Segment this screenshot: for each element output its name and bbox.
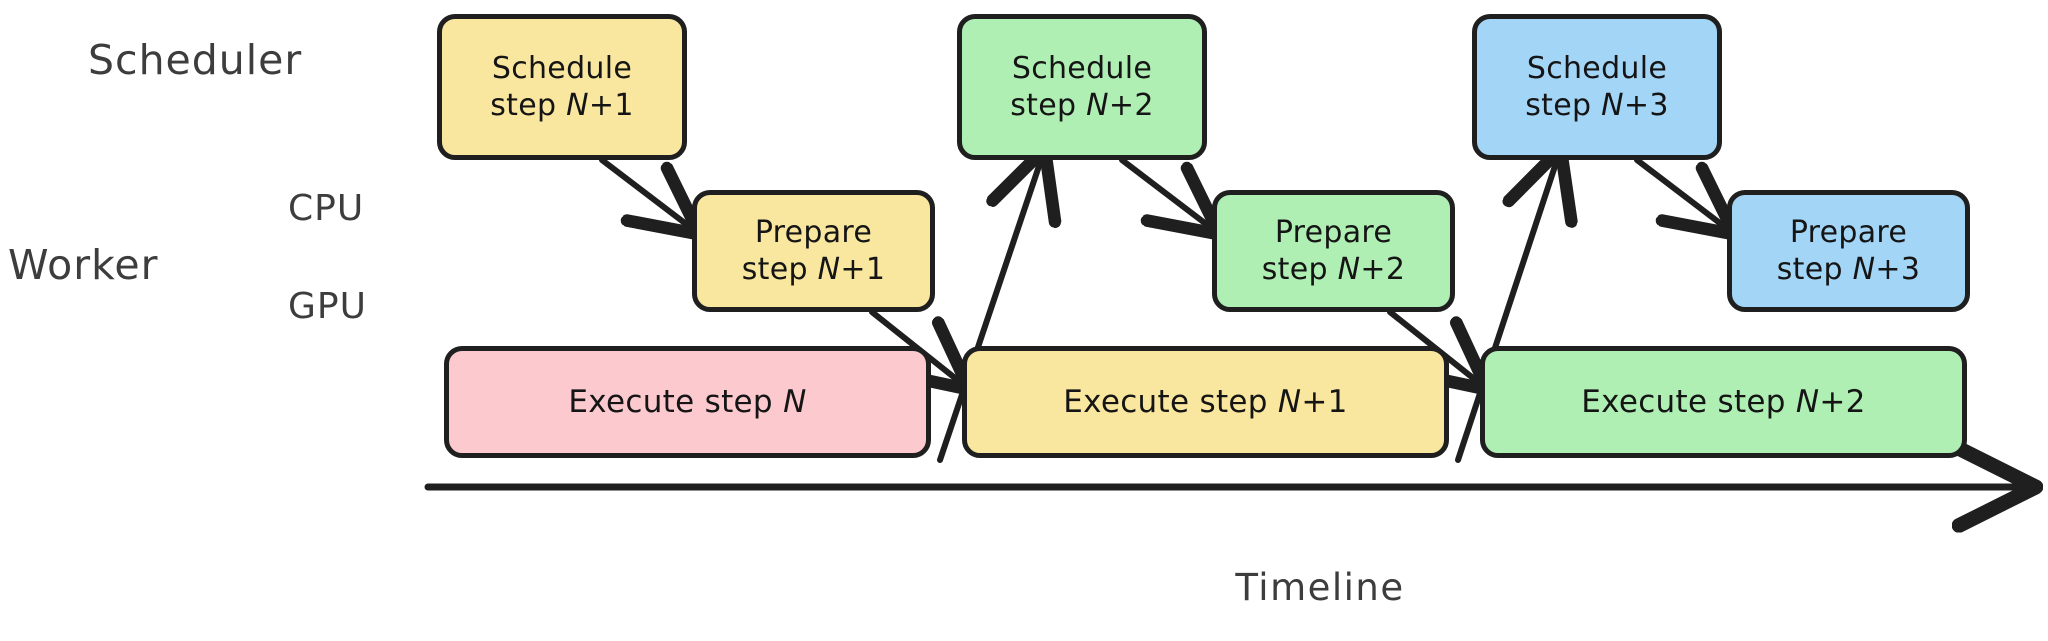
arrow-schedule2-to-prepare2 — [1119, 157, 1210, 227]
box-line-2: step N+3 — [1525, 87, 1669, 125]
box-line-2-italic: N — [1852, 252, 1876, 287]
box-line-2: step N+1 — [742, 251, 886, 289]
box-line-2-prefix: step — [1525, 88, 1602, 123]
box-line-1: Execute step N+1 — [1063, 383, 1347, 422]
box-line-2-prefix: step — [1261, 252, 1338, 287]
box-line-1: Prepare — [1274, 214, 1393, 250]
box-line-2-suffix: +3 — [1623, 88, 1669, 123]
box-text-prefix: Execute step — [1063, 383, 1278, 420]
box-line-2-suffix: +2 — [1360, 252, 1406, 287]
box-line-2: step N+3 — [1777, 251, 1921, 289]
arrow-schedule1-to-prepare1 — [599, 157, 690, 227]
box-execute-step-n[interactable]: Execute step N — [444, 346, 931, 458]
box-text-italic: N — [783, 383, 807, 420]
box-execute-step-n2[interactable]: Execute step N+2 — [1480, 346, 1967, 458]
box-line-2: step N+1 — [490, 87, 634, 125]
lane-label-cpu: CPU — [288, 188, 365, 229]
box-line-2-suffix: +2 — [1108, 88, 1154, 123]
box-line-1: Prepare — [1789, 214, 1908, 250]
box-line-1: Execute step N — [568, 383, 806, 422]
box-schedule-step-n1[interactable]: Schedule step N+1 — [437, 14, 687, 160]
box-line-2-italic: N — [1601, 88, 1624, 123]
box-text-italic: N — [1277, 383, 1302, 420]
box-text-suffix: +1 — [1301, 383, 1348, 420]
box-line-2-italic: N — [566, 88, 589, 123]
timeline-caption: Timeline — [1235, 566, 1405, 609]
box-line-1: Prepare — [754, 214, 873, 250]
box-line-1: Schedule — [1526, 50, 1668, 86]
box-line-2-prefix: step — [1010, 88, 1087, 123]
box-prepare-step-n1[interactable]: Prepare step N+1 — [692, 190, 935, 312]
box-schedule-step-n2[interactable]: Schedule step N+2 — [957, 14, 1207, 160]
box-prepare-step-n3[interactable]: Prepare step N+3 — [1727, 190, 1970, 312]
box-text-suffix: +2 — [1819, 383, 1866, 420]
box-line-2: step N+2 — [1262, 251, 1406, 289]
box-line-2-prefix: step — [741, 252, 818, 287]
box-line-1: Execute step N+2 — [1581, 383, 1865, 422]
box-execute-step-n1[interactable]: Execute step N+1 — [962, 346, 1449, 458]
box-line-2-suffix: +1 — [840, 252, 886, 287]
arrow-schedule3-to-prepare3 — [1634, 157, 1725, 227]
box-line-1: Schedule — [491, 50, 633, 86]
box-prepare-step-n2[interactable]: Prepare step N+2 — [1212, 190, 1455, 312]
lane-label-scheduler: Scheduler — [88, 36, 303, 84]
box-line-2-suffix: +1 — [588, 88, 634, 123]
box-line-2-italic: N — [1086, 88, 1109, 123]
box-line-2-italic: N — [817, 252, 841, 287]
box-schedule-step-n3[interactable]: Schedule step N+3 — [1472, 14, 1722, 160]
box-text-italic: N — [1795, 383, 1820, 420]
box-line-2: step N+2 — [1010, 87, 1154, 125]
box-text-prefix: Execute step — [568, 383, 784, 420]
box-line-1: Schedule — [1011, 50, 1153, 86]
lane-label-gpu: GPU — [288, 286, 367, 327]
box-line-2-italic: N — [1337, 252, 1361, 287]
box-line-2-prefix: step — [490, 88, 567, 123]
box-text-prefix: Execute step — [1581, 383, 1796, 420]
lane-label-worker: Worker — [8, 241, 159, 289]
box-line-2-suffix: +3 — [1875, 252, 1921, 287]
box-line-2-prefix: step — [1776, 252, 1853, 287]
